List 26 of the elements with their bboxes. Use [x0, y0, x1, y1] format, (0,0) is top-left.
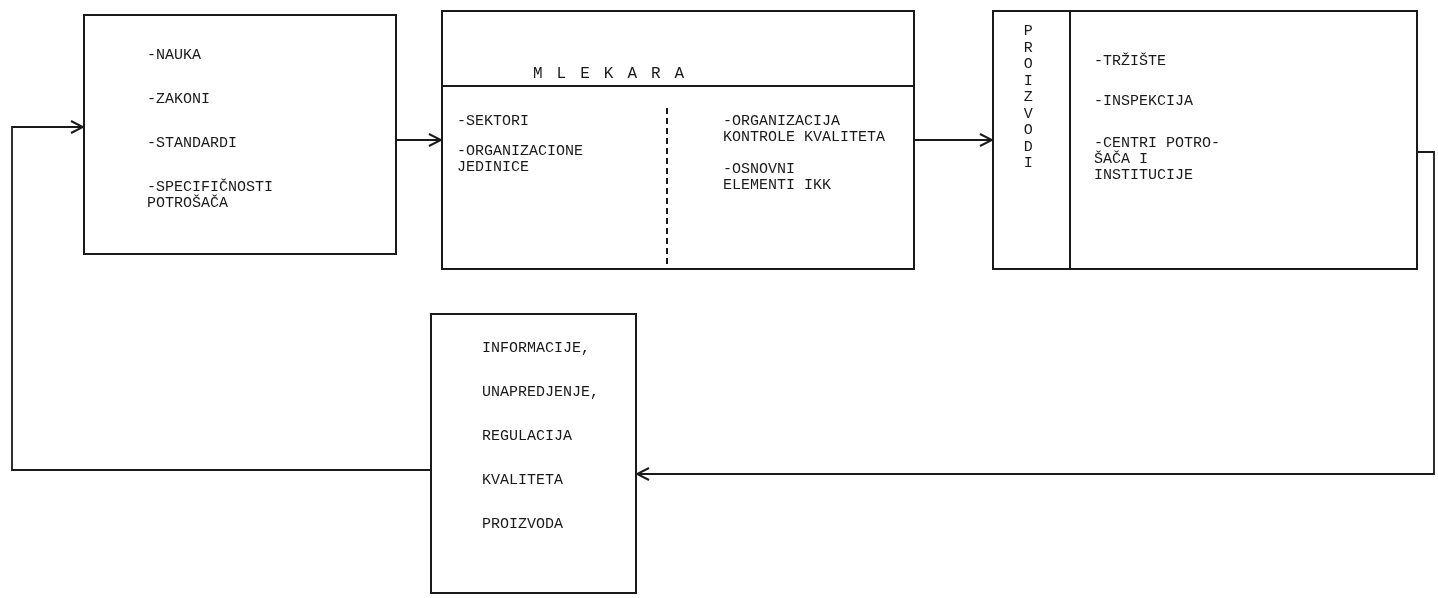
requirements-box — [83, 14, 397, 255]
arrow — [11, 120, 431, 471]
dairy-box — [441, 10, 915, 270]
list-item: -CENTRI POTRO- ŠAČA I INSTITUCIJE — [1094, 136, 1222, 184]
vertical-heading: PROIZVODI — [1023, 24, 1034, 173]
list-item: -STANDARDI — [147, 136, 238, 152]
feedback-box — [430, 313, 637, 594]
list-item: UNAPREDJENJE, — [482, 385, 601, 401]
list-item: KVALITETA — [482, 473, 564, 489]
list-item: INFORMACIJE, — [482, 341, 592, 357]
list-item: -ZAKONI — [147, 92, 211, 108]
list-item: -OSNOVNI ELEMENTI IKK — [723, 162, 833, 194]
arrow — [636, 151, 1435, 481]
list-item: -SEKTORI — [457, 114, 530, 130]
list-item: -SPECIFIČNOSTI POTROŠAČA — [147, 180, 275, 212]
list-item: -INSPEKCIJA — [1094, 94, 1195, 110]
list-item: PROIZVODA — [482, 517, 564, 533]
list-item: REGULACIJA — [482, 429, 573, 445]
list-item: -ORGANIZACIONE JEDINICE — [457, 144, 585, 176]
list-item: -TRŽIŠTE — [1094, 54, 1167, 70]
list-item: -ORGANIZACIJA KONTROLE KVALITETA — [723, 114, 887, 146]
arrow — [914, 133, 993, 147]
products-box — [992, 10, 1418, 270]
box-heading: MLEKARA — [533, 66, 700, 82]
list-item: -NAUKA — [147, 48, 202, 64]
arrow — [396, 133, 442, 147]
